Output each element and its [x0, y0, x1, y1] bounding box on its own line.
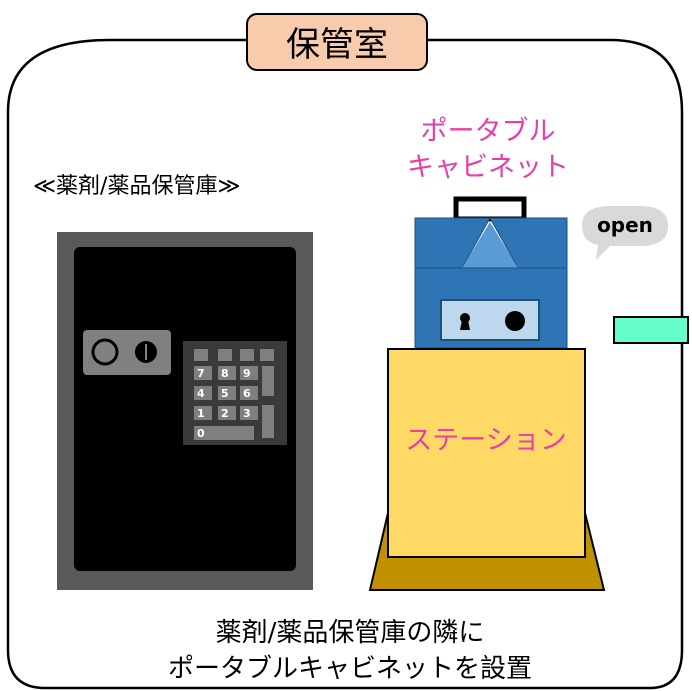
keypad-key [240, 406, 258, 420]
portable-cabinet-illustration [414, 196, 568, 349]
keypad-key-label: 3 [243, 407, 251, 420]
keypad-side-key [262, 405, 274, 438]
keypad-key [194, 406, 212, 420]
room-title-box [246, 13, 428, 71]
cabinet-label-line1: ポータブル [421, 116, 556, 147]
keypad-key-label: 2 [221, 407, 229, 420]
cabinet-handle-icon [453, 196, 527, 222]
keypad-key [194, 366, 212, 380]
cabinet-label-line2: キャビネット [407, 152, 569, 183]
caption-line1: 薬剤/薬品保管庫の隣に [216, 618, 485, 648]
station-label: ステーション [405, 425, 566, 456]
safe-illustration: 7 8 9 4 5 6 1 2 3 0 [57, 232, 313, 590]
cabinet-knob-icon [505, 311, 525, 331]
keypad-key-label: 9 [243, 367, 251, 380]
open-speech-bubble [582, 206, 668, 260]
safe-label: ≪薬剤/薬品保管庫≫ [33, 174, 240, 199]
keypad-key [240, 366, 258, 380]
caption-line2: ポータブルキャビネットを設置 [168, 654, 532, 684]
cabinet-opening [462, 222, 518, 268]
keypad-key [194, 386, 212, 400]
room-outline [6, 38, 684, 690]
dial-ring-icon [91, 338, 119, 366]
room-title: 保管室 [286, 25, 388, 65]
open-bubble-text: open [597, 213, 653, 237]
keypad-key-label: 8 [221, 367, 229, 380]
keypad-key [218, 406, 236, 420]
keypad-key-label: 0 [197, 427, 205, 440]
keypad-key [240, 386, 258, 400]
keypad-key-label: 6 [243, 387, 251, 400]
keypad-key [194, 426, 254, 440]
keypad-key-label: 7 [197, 367, 205, 380]
keypad-key-label: 1 [197, 407, 205, 420]
keypad-key [218, 366, 236, 380]
connector-bar [613, 316, 689, 344]
keypad-key-label: 5 [221, 387, 229, 400]
station-box [387, 348, 586, 558]
keypad-side-key [262, 366, 274, 396]
keypad-key [218, 386, 236, 400]
keypad-key-label: 4 [197, 387, 205, 400]
